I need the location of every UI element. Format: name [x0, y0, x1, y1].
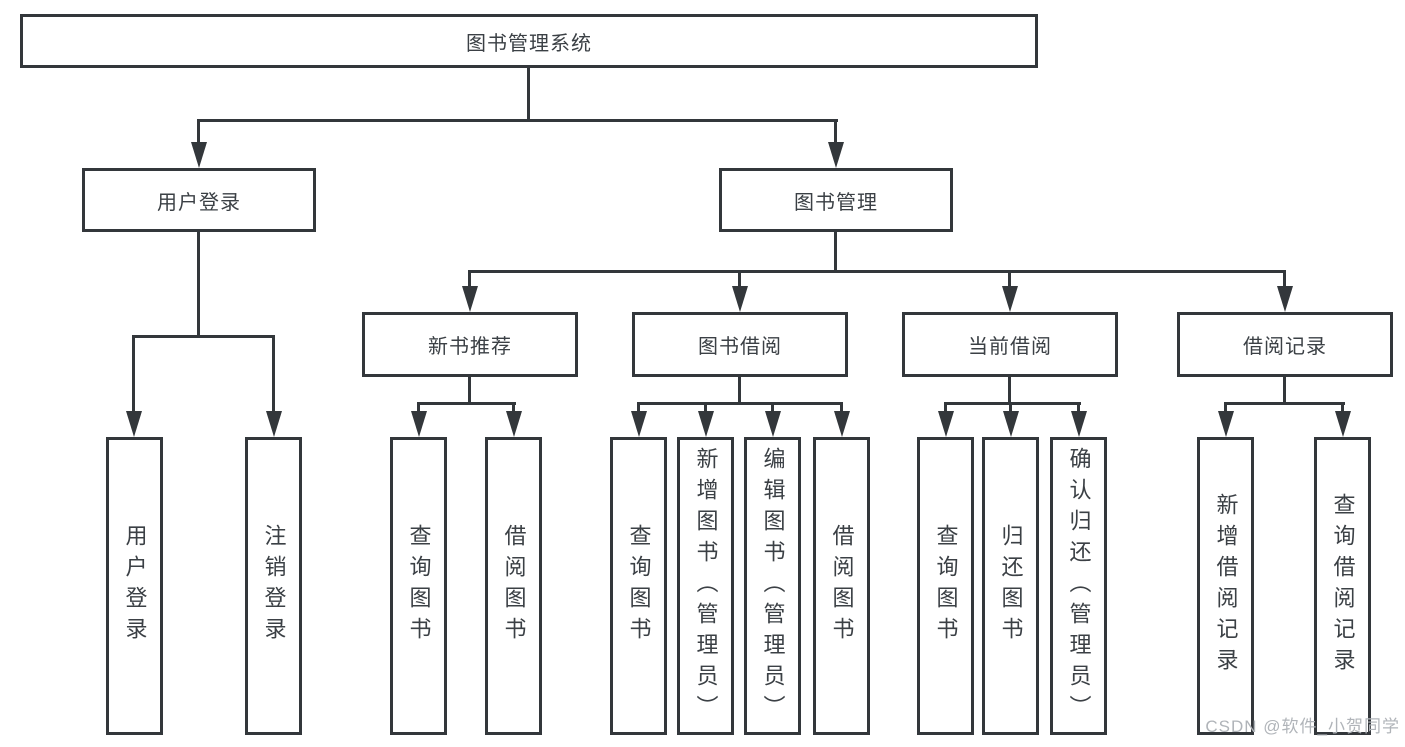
connector-drop-level3: [1283, 270, 1286, 288]
connector-book-borrow-rail: [637, 402, 843, 405]
connector-borrow-records-rail: [1224, 402, 1345, 405]
connector-drop-leaf: [944, 402, 947, 412]
connector-book-management-rail: [468, 270, 1286, 273]
arrowhead-icon: [506, 411, 522, 437]
arrowhead-icon: [828, 142, 844, 168]
arrowhead-icon: [411, 411, 427, 437]
connector-drop-user-login: [197, 119, 200, 145]
leaf-query-books-borrow: 查询图书: [610, 437, 667, 735]
node-library-management-system: 图书管理系统: [20, 14, 1038, 68]
leaf-label: 编辑图书（管理员）: [760, 446, 786, 726]
node-borrow-records: 借阅记录: [1177, 312, 1393, 377]
leaf-query-borrow-record: 查询借阅记录: [1314, 437, 1371, 735]
leaf-query-books-recommend: 查询图书: [390, 437, 447, 735]
leaf-query-books-current: 查询图书: [917, 437, 974, 735]
connector-current-borrow-stem: [1008, 377, 1011, 405]
arrowhead-icon: [834, 411, 850, 437]
connector-drop-leaf: [1341, 402, 1344, 412]
connector-user-login-stem: [197, 232, 200, 335]
connector-drop-leaf: [704, 402, 707, 412]
connector-root-rail: [197, 119, 838, 122]
leaf-label: 借阅图书: [501, 524, 527, 648]
arrowhead-icon: [698, 411, 714, 437]
node-user-login-branch: 用户登录: [82, 168, 316, 232]
node-current-borrow: 当前借阅: [902, 312, 1118, 377]
arrowhead-icon: [1002, 286, 1018, 312]
node-label: 图书管理: [794, 191, 878, 214]
connector-root-stem: [527, 68, 530, 119]
arrowhead-icon: [1218, 411, 1234, 437]
arrowhead-icon: [1277, 286, 1293, 312]
leaf-label: 用户登录: [122, 524, 148, 648]
leaf-label: 归还图书: [998, 524, 1024, 648]
leaf-borrow-books: 借阅图书: [813, 437, 870, 735]
node-label: 图书管理系统: [466, 32, 592, 55]
connector-drop-leaf: [417, 402, 420, 412]
connector-drop-leaf: [637, 402, 640, 412]
connector-current-borrow-rail: [944, 402, 1081, 405]
leaf-label: 新增图书（管理员）: [693, 446, 719, 726]
arrowhead-icon: [191, 142, 207, 168]
connector-drop-leaf: [1224, 402, 1227, 412]
arrowhead-icon: [126, 411, 142, 437]
connector-drop-leaf: [771, 402, 774, 412]
connector-drop-leaf: [1009, 402, 1012, 412]
leaf-label: 注销登录: [261, 524, 287, 648]
leaf-confirm-return-admin: 确认归还（管理员）: [1050, 437, 1107, 735]
arrowhead-icon: [1071, 411, 1087, 437]
connector-drop-level3: [1008, 270, 1011, 288]
csdn-watermark: CSDN @软件_小贺同学: [1205, 717, 1400, 736]
arrowhead-icon: [1003, 411, 1019, 437]
connector-drop-leaf: [1077, 402, 1080, 412]
leaf-label: 查询图书: [933, 524, 959, 648]
node-label: 图书借阅: [698, 336, 782, 358]
leaf-add-books-admin: 新增图书（管理员）: [677, 437, 734, 735]
connector-book-management-stem: [834, 232, 837, 270]
connector-new-book-stem: [468, 377, 471, 405]
node-new-book-recommend: 新书推荐: [362, 312, 578, 377]
leaf-label: 查询图书: [406, 524, 432, 648]
connector-drop-level3: [468, 270, 471, 288]
node-label: 当前借阅: [968, 336, 1052, 358]
connector-new-book-rail: [417, 402, 516, 405]
leaf-add-borrow-record: 新增借阅记录: [1197, 437, 1254, 735]
connector-borrow-records-stem: [1283, 377, 1286, 405]
arrowhead-icon: [1335, 411, 1351, 437]
leaf-label: 确认归还（管理员）: [1066, 446, 1092, 726]
node-label: 新书推荐: [428, 336, 512, 358]
connector-drop-level3: [738, 270, 741, 288]
leaf-borrow-books-recommend: 借阅图书: [485, 437, 542, 735]
leaf-logout: 注销登录: [245, 437, 302, 735]
leaf-label: 查询借阅记录: [1330, 493, 1356, 679]
leaf-edit-books-admin: 编辑图书（管理员）: [744, 437, 801, 735]
leaf-label: 借阅图书: [829, 524, 855, 648]
node-book-borrow: 图书借阅: [632, 312, 848, 377]
arrowhead-icon: [631, 411, 647, 437]
arrowhead-icon: [462, 286, 478, 312]
arrowhead-icon: [266, 411, 282, 437]
connector-drop-leaf: [512, 402, 515, 412]
connector-drop-leaf: [840, 402, 843, 412]
node-label: 借阅记录: [1243, 336, 1327, 358]
node-label: 用户登录: [157, 191, 241, 214]
node-book-management-branch: 图书管理: [719, 168, 953, 232]
arrowhead-icon: [938, 411, 954, 437]
leaf-label: 查询图书: [626, 524, 652, 648]
arrowhead-icon: [765, 411, 781, 437]
connector-book-borrow-stem: [738, 377, 741, 405]
leaf-label: 新增借阅记录: [1213, 493, 1239, 679]
leaf-return-books: 归还图书: [982, 437, 1039, 735]
connector-drop-book-management: [834, 119, 837, 145]
connector-user-login-rail: [132, 335, 275, 338]
leaf-user-login: 用户登录: [106, 437, 163, 735]
connector-drop-leaf: [132, 335, 135, 411]
arrowhead-icon: [732, 286, 748, 312]
connector-drop-leaf: [272, 335, 275, 411]
